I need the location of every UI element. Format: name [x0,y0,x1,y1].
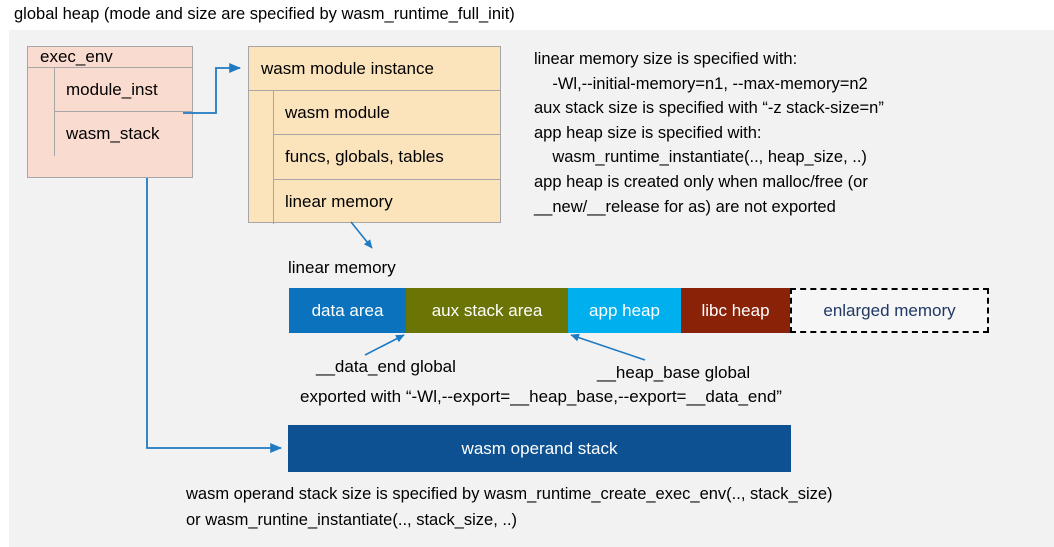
memory-segment-data-area-label: data area [311,300,384,320]
memory-segment-app-heap-label: app heap [589,300,660,320]
linear-memory-caption: linear memory [288,258,396,277]
wasm-module-instance-header: wasm module instance [249,47,500,91]
wasm-module-instance-row-funcs-globals-tables-label: funcs, globals, tables [285,147,444,166]
exec-env-header: exec_env [28,47,192,68]
wasm-module-instance-row-linear-memory: linear memory [274,180,500,224]
wasm-module-instance-gutter [249,91,274,224]
wasm-module-instance-row-wasm-module-label: wasm module [285,102,390,122]
memory-segment-data-area: data area [289,288,406,333]
wasm-module-instance-header-label: wasm module instance [261,58,434,78]
exec-env-body: module_inst wasm_stack [28,68,192,156]
operand-stack-info-text: wasm operand stack size is specified by … [186,485,833,529]
memory-segment-aux-stack-area: aux stack area [406,288,568,333]
memory-segment-enlarged-memory-label: enlarged memory [823,300,956,320]
memory-segment-aux-stack-area-label: aux stack area [431,300,543,320]
exec-env-box: exec_env module_inst wasm_stack [27,46,193,178]
wasm-operand-stack-label: wasm operand stack [461,438,618,458]
wasm-module-instance-body: wasm module funcs, globals, tables linea… [249,91,500,224]
memory-config-info-text: linear memory size is specified with: -W… [534,50,884,216]
memory-segment-app-heap: app heap [568,288,681,333]
wasm-module-instance-row-funcs-globals-tables: funcs, globals, tables [274,135,500,180]
exec-env-row-module-inst-label: module_inst [66,79,158,99]
annotation-exported-with: exported with “-Wl,--export=__heap_base,… [300,387,782,406]
annotation-heap-base: __heap_base global [597,363,751,382]
wasm-module-instance-row-linear-memory-label: linear memory [285,192,393,211]
wasm-module-instance-rows: wasm module funcs, globals, tables linea… [274,91,500,224]
exec-env-gutter [28,68,55,156]
wasm-module-instance-box: wasm module instance wasm module funcs, … [248,46,501,224]
exec-env-header-label: exec_env [40,47,113,66]
wasm-module-instance-row-wasm-module: wasm module [274,91,500,135]
memory-segment-libc-heap: libc heap [681,288,790,333]
exec-env-row-wasm-stack-label: wasm_stack [66,124,160,143]
memory-segment-enlarged-memory: enlarged memory [790,288,989,333]
linear-memory-bar: data area aux stack area app heap libc h… [289,288,989,333]
diagram-title: global heap (mode and size are specified… [14,5,515,23]
wasm-operand-stack-bar: wasm operand stack [288,425,791,472]
exec-env-row-module-inst: module_inst [55,68,192,112]
exec-env-row-wasm-stack: wasm_stack [55,112,192,156]
exec-env-rows: module_inst wasm_stack [55,68,192,156]
memory-segment-libc-heap-label: libc heap [701,300,770,320]
annotation-data-end: __data_end global [316,357,456,376]
